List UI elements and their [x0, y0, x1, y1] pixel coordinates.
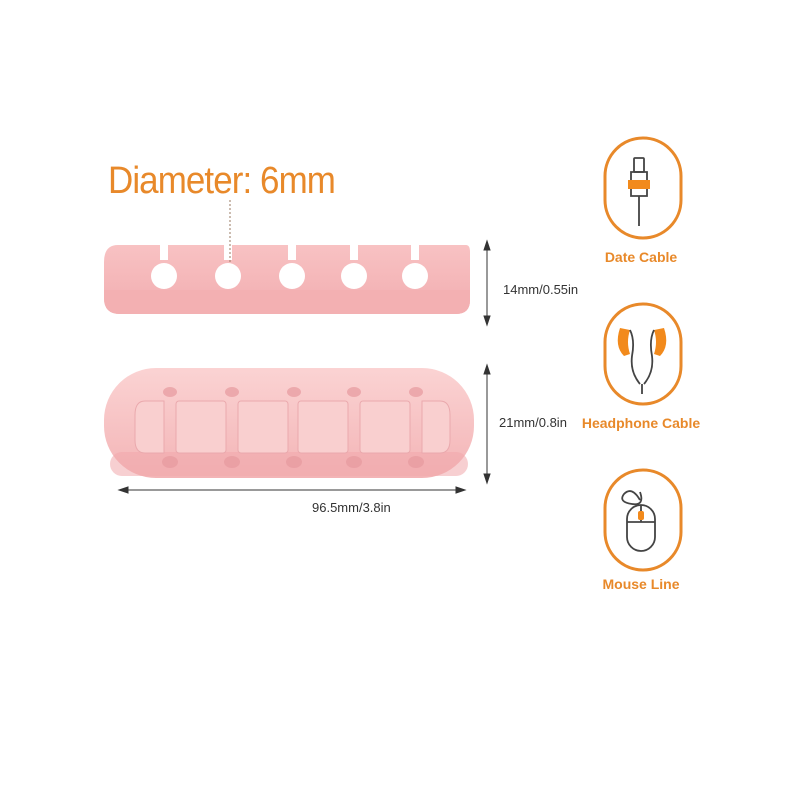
mouse-icon: [603, 468, 683, 572]
diameter-label: Diameter: 6mm: [108, 160, 336, 202]
width-dimension-arrow: [117, 486, 467, 494]
depth-dimension-arrow: [483, 363, 491, 485]
data-cable-icon: [603, 136, 683, 240]
feature-label-data-cable: Date Cable: [604, 249, 678, 265]
headphone-icon: [603, 302, 683, 406]
feature-label-headphone: Headphone Cable: [581, 415, 701, 431]
organizer-side-view: [104, 200, 470, 314]
height-label: 14mm/0.55in: [503, 282, 579, 297]
depth-label: 21mm/0.8in: [499, 415, 567, 430]
width-label: 96.5mm/3.8in: [312, 500, 391, 515]
organizer-top-view: [104, 368, 474, 478]
height-dimension-arrow: [483, 239, 491, 327]
feature-label-mouse: Mouse Line: [602, 576, 680, 592]
